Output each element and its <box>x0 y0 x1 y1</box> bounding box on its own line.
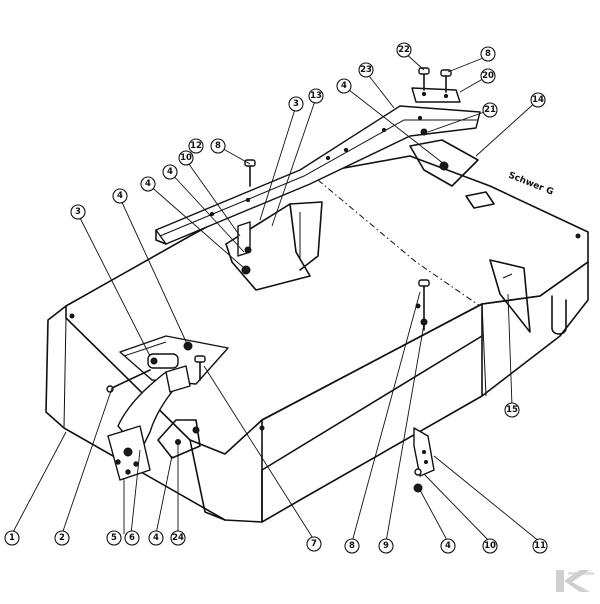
callout: 4 <box>112 188 128 204</box>
side-fasteners <box>413 279 435 493</box>
callout: 15 <box>504 402 520 418</box>
callout-label: 3 <box>75 207 81 217</box>
callout-label: 24 <box>172 533 184 543</box>
callout-label: 14 <box>532 95 544 105</box>
callout: 14 <box>530 92 546 108</box>
callout: 23 <box>358 62 374 78</box>
callout-label: 5 <box>111 533 117 543</box>
callout-label: 1 <box>9 533 15 543</box>
callout: 2 <box>54 530 70 546</box>
callout: 8 <box>480 46 496 62</box>
callout: 8 <box>210 138 226 154</box>
callout-label: 13 <box>310 91 322 101</box>
callout-label: 7 <box>311 539 317 549</box>
callout-label: 21 <box>484 105 496 115</box>
callout: 6 <box>124 530 140 546</box>
callout: 4 <box>140 176 156 192</box>
callout-label: 11 <box>534 541 546 551</box>
callout-label: 20 <box>482 71 494 81</box>
bearing-housing-front <box>225 201 323 291</box>
callout: 8 <box>344 538 360 554</box>
callout: 22 <box>396 42 412 58</box>
callout: 4 <box>148 530 164 546</box>
pivot-bracket <box>106 335 229 481</box>
callout: 5 <box>106 530 122 546</box>
callout-label: 4 <box>153 533 159 543</box>
callout-label: 4 <box>445 541 451 551</box>
callout-label: 22 <box>398 45 410 55</box>
callout: 10 <box>482 538 498 554</box>
callout: 3 <box>288 96 304 112</box>
callout: 13 <box>308 88 324 104</box>
callout: 7 <box>306 536 322 552</box>
callout: 4 <box>440 538 456 554</box>
callout-label: 4 <box>117 191 123 201</box>
callout: 11 <box>532 538 548 554</box>
callout-label: 8 <box>485 49 491 59</box>
callout: 4 <box>162 164 178 180</box>
mounting-rail <box>155 67 481 275</box>
callout: 21 <box>482 102 498 118</box>
callout-label: 23 <box>360 65 372 75</box>
callout: 9 <box>378 538 394 554</box>
callout-label: 15 <box>506 405 518 415</box>
k-logo-icon <box>556 570 594 592</box>
deck-label: Schwer G <box>507 171 555 198</box>
callout: 24 <box>170 530 186 546</box>
callout-label: 10 <box>484 541 496 551</box>
callout: 1 <box>4 530 20 546</box>
callout-label: 4 <box>145 179 151 189</box>
callout-label: 8 <box>215 141 221 151</box>
bearing-housing-rear <box>409 139 479 187</box>
callout-label: 8 <box>349 541 355 551</box>
callout-label: 10 <box>180 153 192 163</box>
callout-label: 4 <box>167 167 173 177</box>
callout: 10 <box>178 150 194 166</box>
callout-label: 12 <box>190 141 202 151</box>
callout-label: 2 <box>59 533 65 543</box>
callout: 20 <box>480 68 496 84</box>
callout-label: 9 <box>383 541 389 551</box>
callout: 4 <box>336 78 352 94</box>
callout-label: 3 <box>293 99 299 109</box>
callout-label: 4 <box>341 81 347 91</box>
callout: 3 <box>70 204 86 220</box>
callout-label: 6 <box>129 533 135 543</box>
callout: 12 <box>188 138 204 154</box>
